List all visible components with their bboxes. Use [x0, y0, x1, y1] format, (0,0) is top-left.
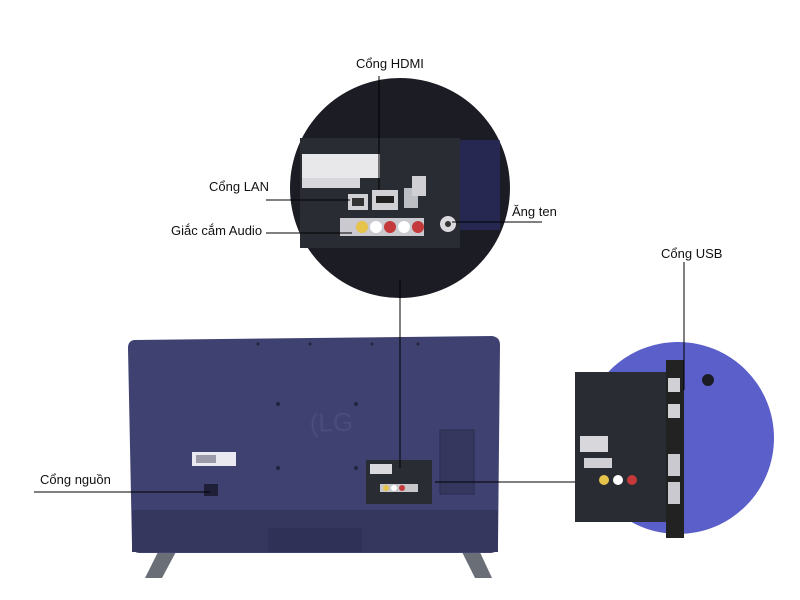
- usb-zoom: [575, 342, 774, 538]
- label-antenna: Ăng ten: [512, 204, 557, 219]
- hdmi-lan-audio-zoom: [290, 78, 510, 298]
- label-hdmi: Cổng HDMI: [356, 56, 424, 71]
- svg-text:(LG: (LG: [309, 407, 353, 438]
- power-port-icon: [204, 484, 218, 496]
- tv-back-image: (LG: [128, 336, 500, 578]
- label-audio: Giắc cắm Audio: [171, 223, 263, 238]
- label-usb: Cổng USB: [661, 246, 723, 261]
- label-lan: Cổng LAN: [209, 179, 269, 194]
- audio-jacks-icon: [340, 218, 424, 236]
- label-power: Cổng nguồn: [40, 472, 111, 487]
- leader-lines: [34, 76, 685, 493]
- usb-port-icon: [668, 378, 680, 392]
